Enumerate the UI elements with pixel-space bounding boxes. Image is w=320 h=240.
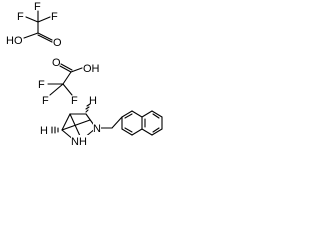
tfa-2-labels: O OH F F F xyxy=(38,57,100,107)
fluorine-atom: F xyxy=(38,79,45,91)
bicyclic-core-labels: H H N NH xyxy=(40,95,101,148)
oxygen-atom: O xyxy=(53,37,62,49)
structure-diagram: F F F HO O O OH F F F xyxy=(6,1,163,148)
nitrogen-atom: N xyxy=(93,123,101,135)
hydroxyl-label: OH xyxy=(83,63,100,75)
amine-nh-label: NH xyxy=(71,136,87,148)
fluorine-atom: F xyxy=(51,11,58,23)
fluorine-atom: F xyxy=(34,1,41,13)
fluorine-atom: F xyxy=(17,11,24,23)
hydroxyl-label: HO xyxy=(6,35,23,47)
tfa-1-bonds xyxy=(23,10,53,43)
bicyclic-core-bonds xyxy=(51,103,123,141)
tfa-2-bonds xyxy=(47,63,83,96)
hydrogen-atom: H xyxy=(89,95,97,107)
fluorine-atom: F xyxy=(71,95,78,107)
fluorine-atom: F xyxy=(42,95,49,107)
oxygen-atom: O xyxy=(52,57,61,69)
tfa-1-labels: F F F HO O xyxy=(6,1,62,49)
hydrogen-atom: H xyxy=(40,125,48,137)
naphthalene-bonds xyxy=(121,110,163,136)
